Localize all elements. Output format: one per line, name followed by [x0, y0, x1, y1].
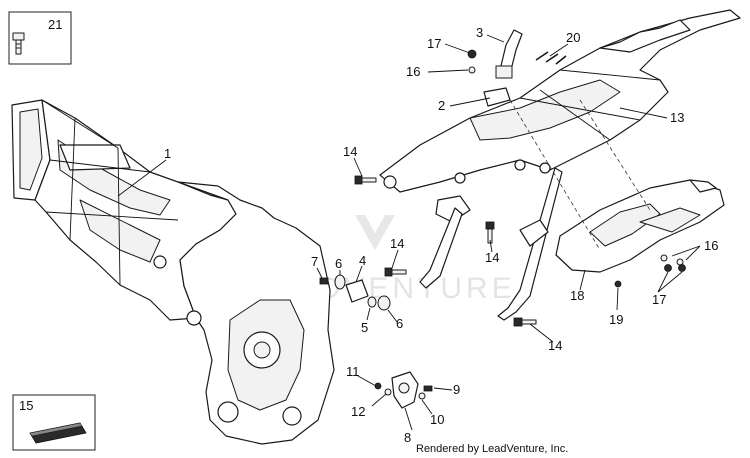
adhesive-strip-icon — [29, 422, 87, 444]
credit-text: Rendered by LeadVenture, Inc. — [416, 443, 568, 455]
callout-17-top: 17 — [427, 36, 441, 51]
washer-6-left — [334, 274, 346, 290]
callout-4: 4 — [359, 253, 366, 268]
washer-16-top — [468, 66, 476, 74]
silent-block-assembly — [319, 274, 391, 311]
callout-14-center: 14 — [485, 250, 499, 265]
callout-18: 18 — [570, 288, 584, 303]
washer-12 — [384, 388, 392, 396]
screw-9 — [423, 385, 433, 392]
assembly-line-2 — [579, 99, 651, 211]
watermark-logo — [355, 215, 395, 250]
bolt-14-left — [354, 175, 377, 185]
callout-16-top: 16 — [406, 64, 420, 79]
washer-16-right — [660, 254, 668, 262]
callout-6-right: 6 — [396, 316, 403, 331]
callout-6-left: 6 — [335, 256, 342, 271]
bolt-14-center — [485, 221, 495, 244]
callout-15: 15 — [19, 398, 33, 413]
callout-10: 10 — [430, 412, 444, 427]
callout-20: 20 — [566, 30, 580, 45]
part-15-inset-box — [12, 394, 96, 451]
bolt-icon — [12, 32, 25, 55]
rear-subframe — [379, 9, 741, 321]
callout-2: 2 — [438, 98, 445, 113]
rear-tray — [555, 179, 725, 288]
nut-11 — [374, 382, 382, 390]
callout-14-left: 14 — [343, 144, 357, 159]
callout-12: 12 — [351, 404, 365, 419]
screw-19 — [614, 280, 622, 288]
sensor-assembly — [374, 371, 433, 409]
bushing-4 — [345, 279, 369, 303]
callout-9: 9 — [453, 382, 460, 397]
washer-10 — [418, 392, 426, 400]
callout-17-right: 17 — [652, 292, 666, 307]
callout-19: 19 — [609, 312, 623, 327]
callout-21: 21 — [48, 17, 62, 32]
callout-5: 5 — [361, 320, 368, 335]
nut-17-top — [467, 49, 477, 59]
strap-clamp — [495, 29, 523, 79]
bolt-14-mid — [384, 267, 407, 277]
callout-14-mid: 14 — [390, 236, 404, 251]
assembly-line — [509, 99, 601, 251]
callout-8: 8 — [404, 430, 411, 445]
callout-13: 13 — [670, 110, 684, 125]
callout-1: 1 — [164, 146, 171, 161]
nut-17-right — [664, 264, 672, 272]
callout-16-right: 16 — [704, 238, 718, 253]
callout-7: 7 — [311, 254, 318, 269]
callout-3: 3 — [476, 25, 483, 40]
callout-14-lower: 14 — [548, 338, 562, 353]
screw-7 — [319, 277, 329, 285]
screws-20 — [535, 51, 567, 65]
bolt-14-lower — [513, 317, 537, 327]
washer-6-right — [377, 295, 391, 311]
spacer-5 — [367, 296, 377, 308]
main-frame — [11, 99, 335, 445]
callout-11: 11 — [346, 364, 360, 379]
leader-lines — [117, 34, 701, 431]
